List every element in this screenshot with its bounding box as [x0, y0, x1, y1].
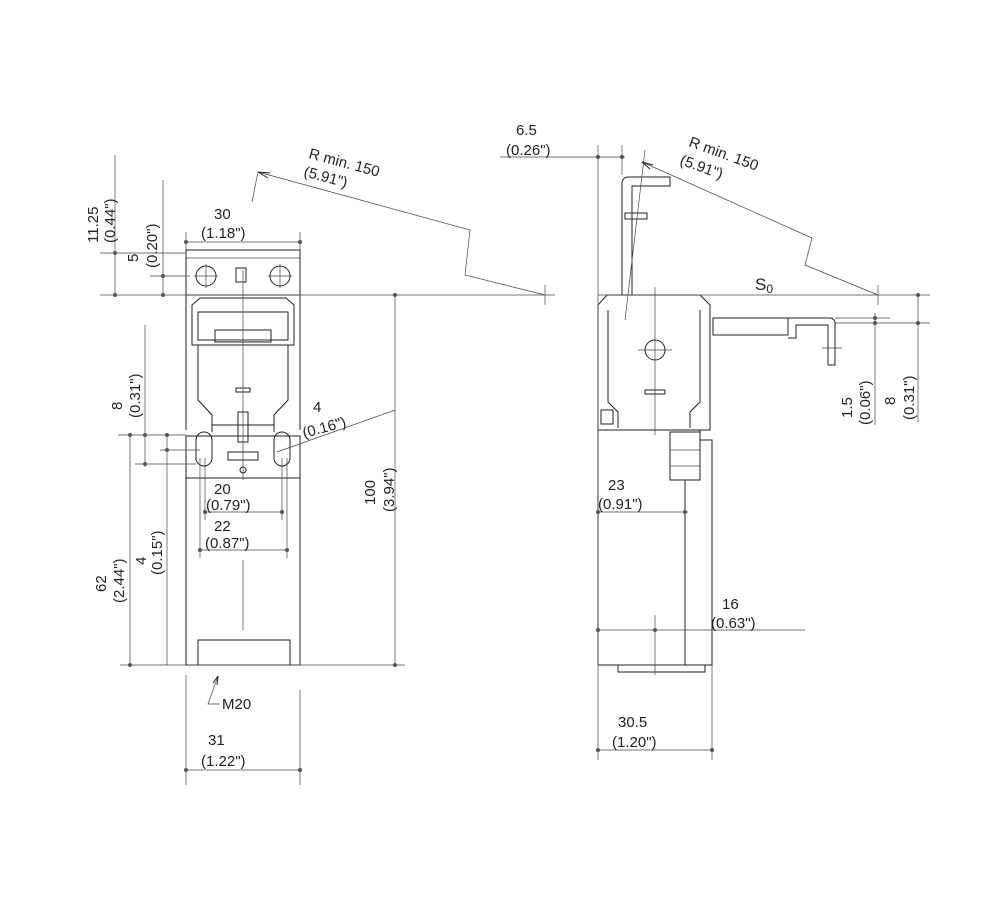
s0-label: S0: [755, 275, 773, 296]
dim-31-mm: 31: [208, 732, 225, 749]
s0-sub: 0: [766, 282, 773, 296]
dim-20-mm: 20: [214, 481, 231, 498]
dim-8-mm: 8: [109, 402, 126, 410]
dim-4-hole-in: (0.16"): [301, 414, 348, 442]
dim-30-in: (1.18"): [201, 225, 246, 242]
dim-22-in: (0.87"): [205, 535, 250, 552]
dim-6-5-mm: 6.5: [516, 122, 537, 139]
dim-4-mm: 4: [133, 557, 150, 565]
dim-23-in: (0.91"): [598, 496, 643, 513]
dim-1-5-in: (0.06"): [857, 380, 874, 425]
dim-22-mm: 22: [214, 518, 231, 535]
side-view-dimensions: 6.5 (0.26") R min. 150 (5.91") S0 1.5 (0…: [500, 122, 930, 760]
side-dim-8-mm: 8: [882, 397, 899, 405]
dim-100-mm: 100: [362, 480, 379, 505]
dim-6-5-in: (0.26"): [506, 142, 551, 159]
dim-4-hole-mm: 4: [313, 399, 321, 416]
front-view-body: [185, 249, 301, 666]
dim-100-in: (3.94"): [381, 467, 398, 512]
dim-16-in: (0.63"): [711, 615, 756, 632]
dim-4-in: (0.15"): [149, 530, 166, 575]
side-view-body: [597, 176, 842, 675]
dim-23-mm: 23: [608, 477, 625, 494]
dim-5-mm: 5: [125, 254, 142, 262]
dim-30-mm: 30: [214, 206, 231, 223]
dim-11-25-mm: 11.25: [85, 207, 102, 243]
dim-8-in: (0.31"): [127, 373, 144, 418]
dim-5-in: (0.20"): [144, 223, 161, 268]
front-view-dimensions: 11.25 (0.44") 5 (0.20") 30 (1.18") R min…: [85, 145, 555, 785]
dim-62-mm: 62: [93, 575, 110, 592]
dim-11-25-in: (0.44"): [102, 198, 119, 243]
dim-1-5-mm: 1.5: [839, 397, 856, 418]
dim-16-mm: 16: [722, 596, 739, 613]
dim-30-5-in: (1.20"): [612, 734, 657, 751]
s0-main: S: [755, 275, 766, 294]
thread-label: M20: [222, 696, 251, 713]
dim-30-5-mm: 30.5: [618, 714, 647, 731]
dim-62-in: (2.44"): [111, 558, 128, 603]
side-dim-8-in: (0.31"): [901, 375, 918, 420]
dim-20-in: (0.79"): [206, 497, 251, 514]
dim-31-in: (1.22"): [201, 753, 246, 770]
